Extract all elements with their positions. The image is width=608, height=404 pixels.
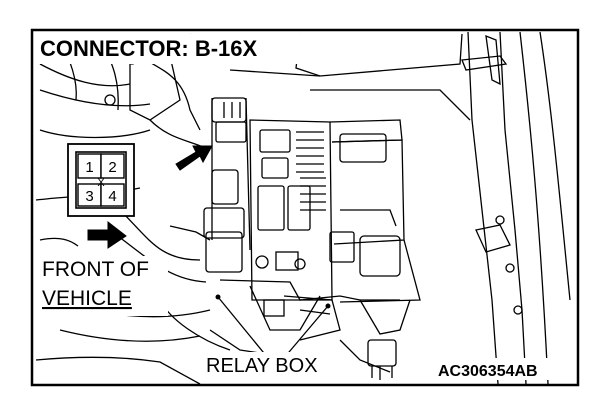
relay-box-backing (204, 352, 342, 378)
leader-dot-right (325, 303, 331, 309)
leader-dot-left (215, 294, 221, 300)
title-backing (36, 34, 312, 64)
front-direction-arrow (87, 220, 127, 249)
connector-center-mark: X (97, 177, 105, 189)
pin-cell-2 (100, 153, 125, 179)
figure-code: AC306354AB (438, 363, 538, 380)
pin-label-4: 4 (108, 188, 116, 205)
relay-box-label: RELAY BOX (206, 355, 318, 377)
front-of-label: FRONT OF (42, 258, 149, 281)
connector-pin-diagram: 1 2 3 4 X (67, 143, 135, 217)
front-label-backing (40, 256, 168, 316)
pin-label-3: 3 (85, 188, 93, 205)
pin-label-1: 1 (85, 159, 93, 176)
pin-cell-4 (100, 183, 125, 207)
connector-title: CONNECTOR: B-16X (40, 36, 258, 61)
pin-label-2: 2 (108, 159, 116, 176)
vehicle-label: VEHICLE (42, 287, 132, 310)
relay-box-leader-lines (217, 296, 329, 359)
arrow-to-connector (175, 145, 213, 171)
figure-code-backing (436, 358, 558, 380)
